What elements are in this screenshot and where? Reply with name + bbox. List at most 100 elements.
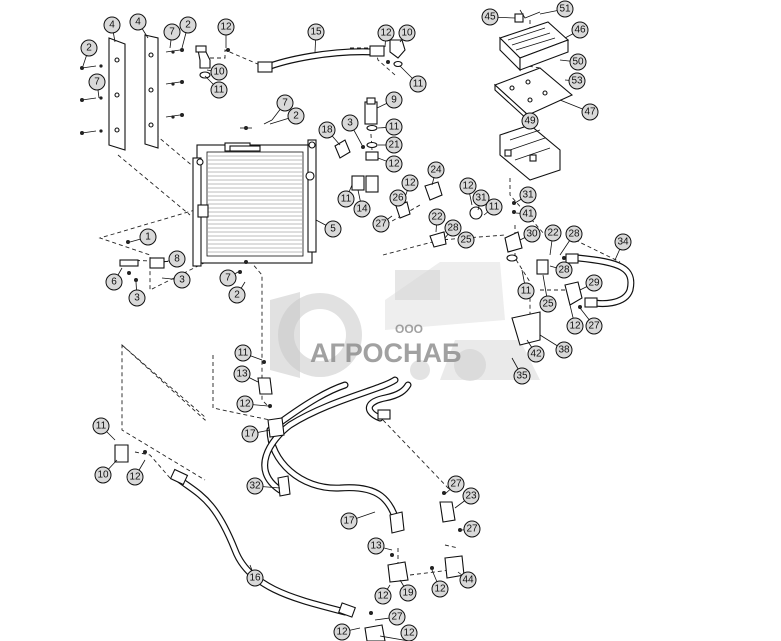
callout-number: 28	[447, 223, 459, 234]
watermark-logo: ООО АГРОСНАБ	[270, 262, 540, 381]
callout-22: 22	[428, 208, 446, 226]
watermark-small-text: ООО	[395, 322, 423, 336]
callout-3: 3	[128, 289, 146, 307]
callout-26: 26	[389, 189, 407, 207]
callout-31: 31	[472, 189, 490, 207]
callout-4: 4	[129, 13, 147, 31]
callout-50: 50	[569, 53, 587, 71]
callout-number: 26	[392, 193, 404, 204]
callout-11: 11	[409, 75, 427, 93]
callout-23: 23	[462, 487, 480, 505]
callout-number: 15	[310, 27, 322, 38]
callout-18: 18	[318, 121, 336, 139]
callout-number: 8	[174, 254, 180, 265]
callout-2: 2	[287, 107, 305, 125]
callout-number: 14	[356, 204, 368, 215]
watermark-brand-text: АГРОСНАБ	[310, 338, 461, 368]
callout-number: 16	[249, 573, 261, 584]
callout-2: 2	[80, 39, 98, 57]
callout-number: 46	[574, 25, 586, 36]
callout-24: 24	[427, 161, 445, 179]
callout-number: 12	[239, 399, 251, 410]
callout-35: 35	[513, 367, 531, 385]
callout-number: 41	[522, 209, 534, 220]
callout-number: 21	[388, 140, 400, 151]
mounting-brackets	[108, 34, 159, 151]
controller-assembly	[493, 9, 574, 181]
callout-21: 21	[385, 136, 403, 154]
callout-number: 12	[462, 181, 474, 192]
callout-number: 28	[568, 229, 580, 240]
callout-7: 7	[219, 269, 237, 287]
callout-number: 11	[238, 348, 249, 359]
callout-7: 7	[88, 73, 106, 91]
callout-38: 38	[555, 341, 573, 359]
callout-49: 49	[521, 112, 539, 130]
callout-28: 28	[444, 219, 462, 237]
callout-number: 51	[559, 4, 571, 15]
callout-number: 3	[347, 118, 353, 129]
callout-number: 23	[465, 491, 477, 502]
callout-number: 30	[526, 229, 538, 240]
callout-41: 41	[519, 205, 537, 223]
callout-4: 4	[103, 16, 121, 34]
callout-12: 12	[400, 624, 418, 641]
callout-27: 27	[447, 475, 465, 493]
callout-28: 28	[555, 261, 573, 279]
callout-number: 12	[129, 472, 141, 483]
callout-number: 12	[220, 22, 232, 33]
callout-45: 45	[481, 8, 499, 26]
callout-13: 13	[367, 537, 385, 555]
callout-12: 12	[236, 395, 254, 413]
callout-number: 27	[391, 612, 403, 623]
callout-25: 25	[457, 231, 475, 249]
callout-13: 13	[233, 365, 251, 383]
callout-8: 8	[168, 250, 186, 268]
callout-number: 10	[213, 67, 225, 78]
callout-number: 17	[343, 516, 355, 527]
callout-22: 22	[544, 224, 562, 242]
callout-number: 38	[558, 345, 570, 356]
callout-12: 12	[566, 317, 584, 335]
callout-number: 13	[236, 369, 248, 380]
callout-number: 2	[234, 290, 240, 301]
callout-number: 12	[434, 584, 446, 595]
radiator-core	[192, 139, 317, 267]
callout-number: 27	[375, 219, 387, 230]
callout-number: 2	[293, 111, 299, 122]
callout-number: 11	[413, 79, 424, 90]
callout-number: 12	[403, 628, 415, 639]
callout-1: 1	[139, 228, 157, 246]
callout-number: 45	[484, 12, 496, 23]
callout-number: 44	[462, 575, 474, 586]
callout-42: 42	[527, 345, 545, 363]
callout-12: 12	[374, 587, 392, 605]
callout-7: 7	[163, 23, 181, 41]
callout-27: 27	[585, 317, 603, 335]
callout-number: 4	[109, 20, 115, 31]
callout-27: 27	[388, 608, 406, 626]
callout-number: 2	[185, 20, 191, 31]
callout-28: 28	[565, 225, 583, 243]
callout-16: 16	[246, 569, 264, 587]
callout-number: 13	[370, 541, 382, 552]
callout-number: 34	[617, 237, 629, 248]
callout-number: 49	[524, 116, 536, 127]
callout-number: 22	[431, 212, 443, 223]
callout-number: 4	[135, 17, 141, 28]
callout-number: 11	[521, 286, 532, 297]
callout-12: 12	[126, 468, 144, 486]
callout-17: 17	[241, 425, 259, 443]
callout-12: 12	[333, 623, 351, 641]
callout-number: 27	[450, 479, 462, 490]
callout-number: 53	[571, 76, 583, 87]
callout-10: 10	[398, 24, 416, 42]
callout-number: 12	[377, 591, 389, 602]
callout-46: 46	[571, 21, 589, 39]
callout-number: 31	[522, 190, 534, 201]
callout-12: 12	[377, 24, 395, 42]
callout-5: 5	[324, 220, 342, 238]
callout-34: 34	[614, 233, 632, 251]
